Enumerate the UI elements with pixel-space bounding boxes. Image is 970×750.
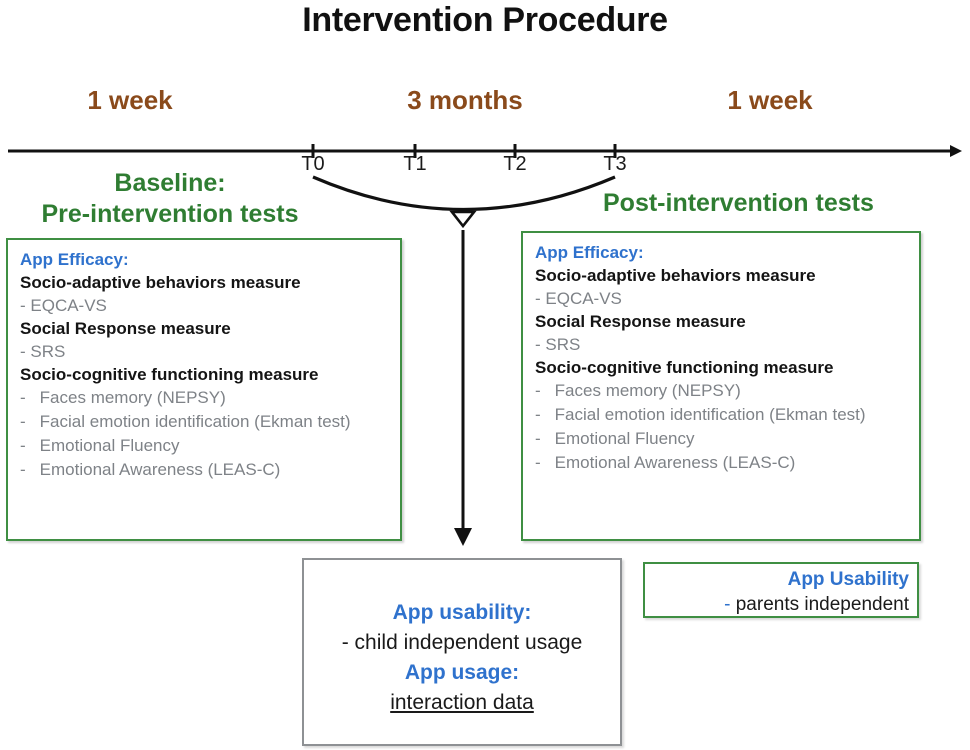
app-usage-title: App usage: bbox=[404, 661, 520, 684]
measure-heading-social-response-pre: Social Response measure bbox=[20, 319, 231, 338]
app-usability-parents-line: - parents independent bbox=[645, 592, 909, 617]
phase-heading-post: Post-intervention tests bbox=[603, 189, 874, 217]
list-dash-icon: - bbox=[535, 405, 555, 424]
list-dash-icon: - bbox=[20, 436, 40, 455]
measure-heading-social-response-post: Social Response measure bbox=[535, 312, 746, 331]
measure-item-pre: -Emotional Awareness (LEAS-C) bbox=[20, 458, 388, 482]
measure-item-post: -Facial emotion identification (Ekman te… bbox=[535, 403, 903, 427]
measure-item-label: Facial emotion identification (Ekman tes… bbox=[39, 412, 351, 431]
list-dash-icon: - bbox=[20, 460, 40, 479]
app-efficacy-title-pre: App Efficacy: bbox=[20, 250, 129, 269]
list-dash-icon: - bbox=[724, 594, 731, 615]
measure-box-post-intervention: App Efficacy: Socio-adaptive behaviors m… bbox=[521, 231, 921, 541]
list-dash-icon: - bbox=[535, 429, 555, 448]
measure-item-label: Facial emotion identification (Ekman tes… bbox=[554, 405, 866, 424]
phase-heading-pre-line1: Baseline: bbox=[114, 169, 226, 197]
measure-item-label: Faces memory (NEPSY) bbox=[39, 388, 226, 407]
measure-sub-srs-pre: - SRS bbox=[20, 342, 66, 361]
measure-heading-socio-adaptive-pre: Socio-adaptive behaviors measure bbox=[20, 273, 301, 292]
measure-item-post: -Faces memory (NEPSY) bbox=[535, 379, 903, 403]
app-usability-child-line: - child independent usage bbox=[341, 631, 583, 654]
measure-heading-socio-adaptive-post: Socio-adaptive behaviors measure bbox=[535, 266, 816, 285]
measure-item-pre: -Faces memory (NEPSY) bbox=[20, 386, 388, 410]
list-dash-icon: - bbox=[20, 412, 40, 431]
app-usability-parents-label: parents independent bbox=[735, 594, 909, 615]
measure-item-label: Emotional Fluency bbox=[554, 429, 695, 448]
intervention-brace-and-arrow bbox=[312, 175, 616, 546]
timeline-axis bbox=[8, 144, 962, 158]
measure-item-post: -Emotional Fluency bbox=[535, 427, 903, 451]
list-dash-icon: - bbox=[535, 381, 555, 400]
period-label-1-week-post: 1 week bbox=[727, 85, 813, 115]
measure-heading-socio-cognitive-pre: Socio-cognitive functioning measure bbox=[20, 365, 319, 384]
timepoint-label-t2: T2 bbox=[503, 153, 527, 175]
app-usability-parents-box: App Usability - parents independent bbox=[643, 562, 919, 618]
measure-item-label: Emotional Awareness (LEAS-C) bbox=[39, 460, 281, 479]
app-usability-usage-box: App usability: - child independent usage… bbox=[302, 558, 622, 746]
page-title: Intervention Procedure bbox=[302, 1, 668, 39]
list-dash-icon: - bbox=[535, 453, 555, 472]
period-label-3-months: 3 months bbox=[407, 85, 523, 115]
timepoint-label-t3: T3 bbox=[603, 153, 627, 175]
measure-item-label: Faces memory (NEPSY) bbox=[554, 381, 741, 400]
app-usage-interaction-data: interaction data bbox=[390, 691, 534, 714]
measure-item-label: Emotional Awareness (LEAS-C) bbox=[554, 453, 796, 472]
measure-item-post: -Emotional Awareness (LEAS-C) bbox=[535, 451, 903, 475]
phase-heading-pre: Baseline: Pre-intervention tests bbox=[0, 168, 340, 230]
measure-sub-eqca-vs-pre: - EQCA-VS bbox=[20, 296, 107, 315]
phase-heading-pre-line2: Pre-intervention tests bbox=[41, 200, 299, 228]
measure-item-label: Emotional Fluency bbox=[39, 436, 180, 455]
period-label-1-week-pre: 1 week bbox=[87, 85, 173, 115]
app-usability-title: App usability: bbox=[392, 601, 532, 624]
list-dash-icon: - bbox=[20, 388, 40, 407]
app-usability-parents-title: App Usability bbox=[787, 569, 909, 590]
timepoint-label-t1: T1 bbox=[403, 153, 427, 175]
measure-sub-srs-post: - SRS bbox=[535, 335, 581, 354]
measure-heading-socio-cognitive-post: Socio-cognitive functioning measure bbox=[535, 358, 834, 377]
measure-box-pre-intervention: App Efficacy: Socio-adaptive behaviors m… bbox=[6, 238, 402, 541]
measure-item-pre: -Facial emotion identification (Ekman te… bbox=[20, 410, 388, 434]
app-efficacy-title-post: App Efficacy: bbox=[535, 243, 644, 262]
timepoint-label-t0: T0 bbox=[301, 153, 325, 175]
measure-sub-eqca-vs-post: - EQCA-VS bbox=[535, 289, 622, 308]
measure-item-pre: -Emotional Fluency bbox=[20, 434, 388, 458]
